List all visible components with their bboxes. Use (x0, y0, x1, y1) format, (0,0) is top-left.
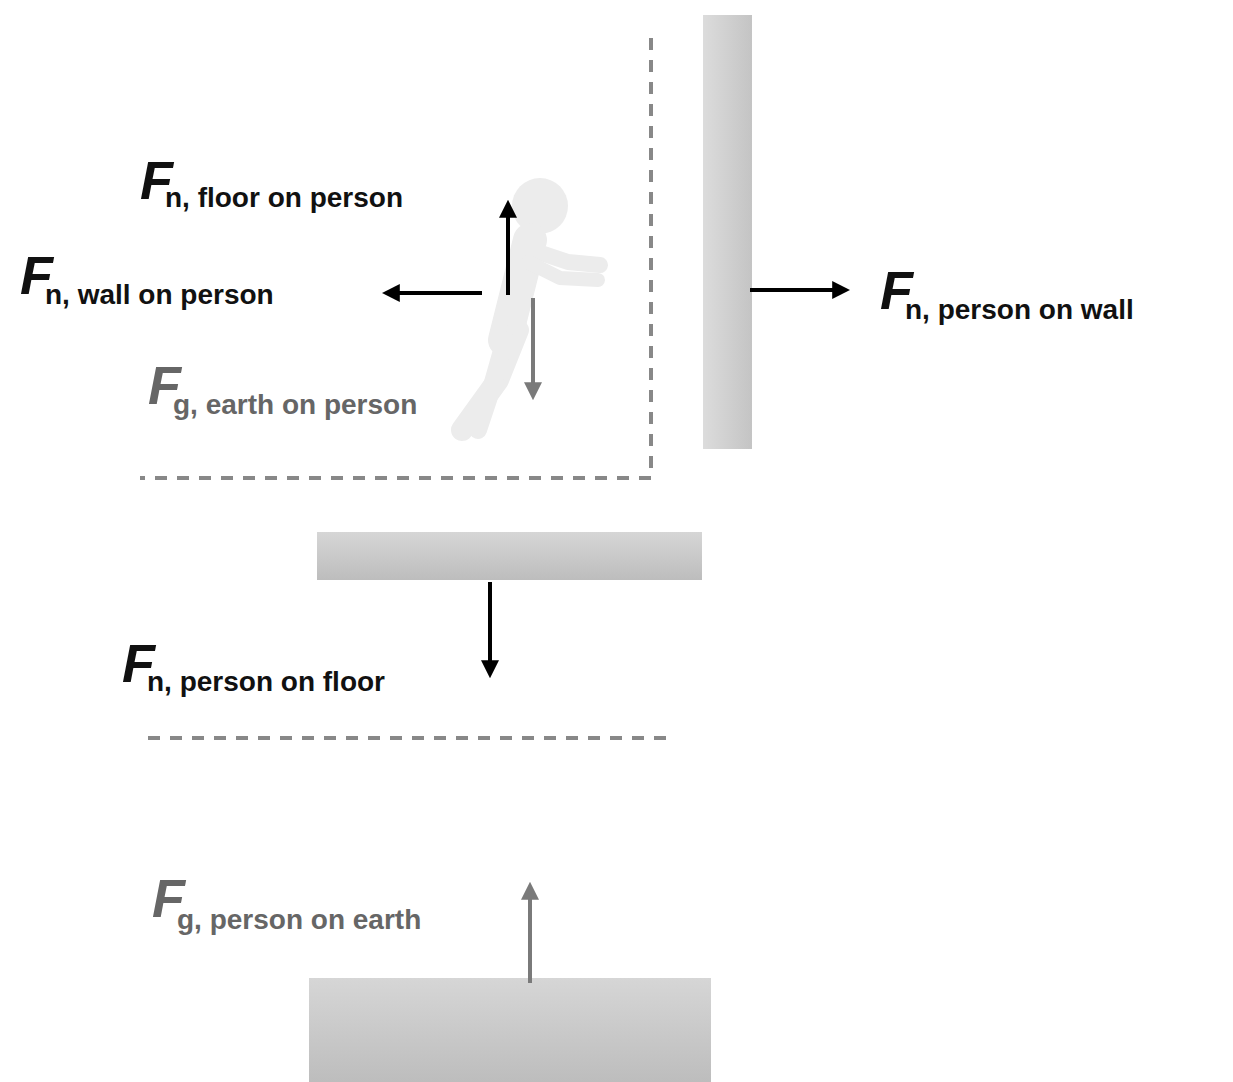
force-arrow (528, 898, 532, 983)
force-subscript: n, floor on person (165, 184, 403, 212)
earth (309, 978, 711, 1082)
force-subscript: n, person on floor (147, 668, 385, 696)
system-boundary (140, 38, 651, 478)
force-subscript: n, person on wall (905, 296, 1134, 324)
force-arrow (750, 288, 834, 292)
force-arrow (506, 216, 510, 295)
person-figure (462, 178, 600, 430)
force-subscript: g, earth on person (173, 391, 417, 419)
force-arrow (531, 298, 535, 384)
separator-line (148, 736, 668, 740)
force-subscript: g, person on earth (177, 906, 421, 934)
floor (317, 532, 702, 580)
force-arrow (398, 291, 482, 295)
force-subscript: n, wall on person (45, 281, 274, 309)
wall (703, 15, 752, 449)
force-arrow (488, 582, 492, 662)
